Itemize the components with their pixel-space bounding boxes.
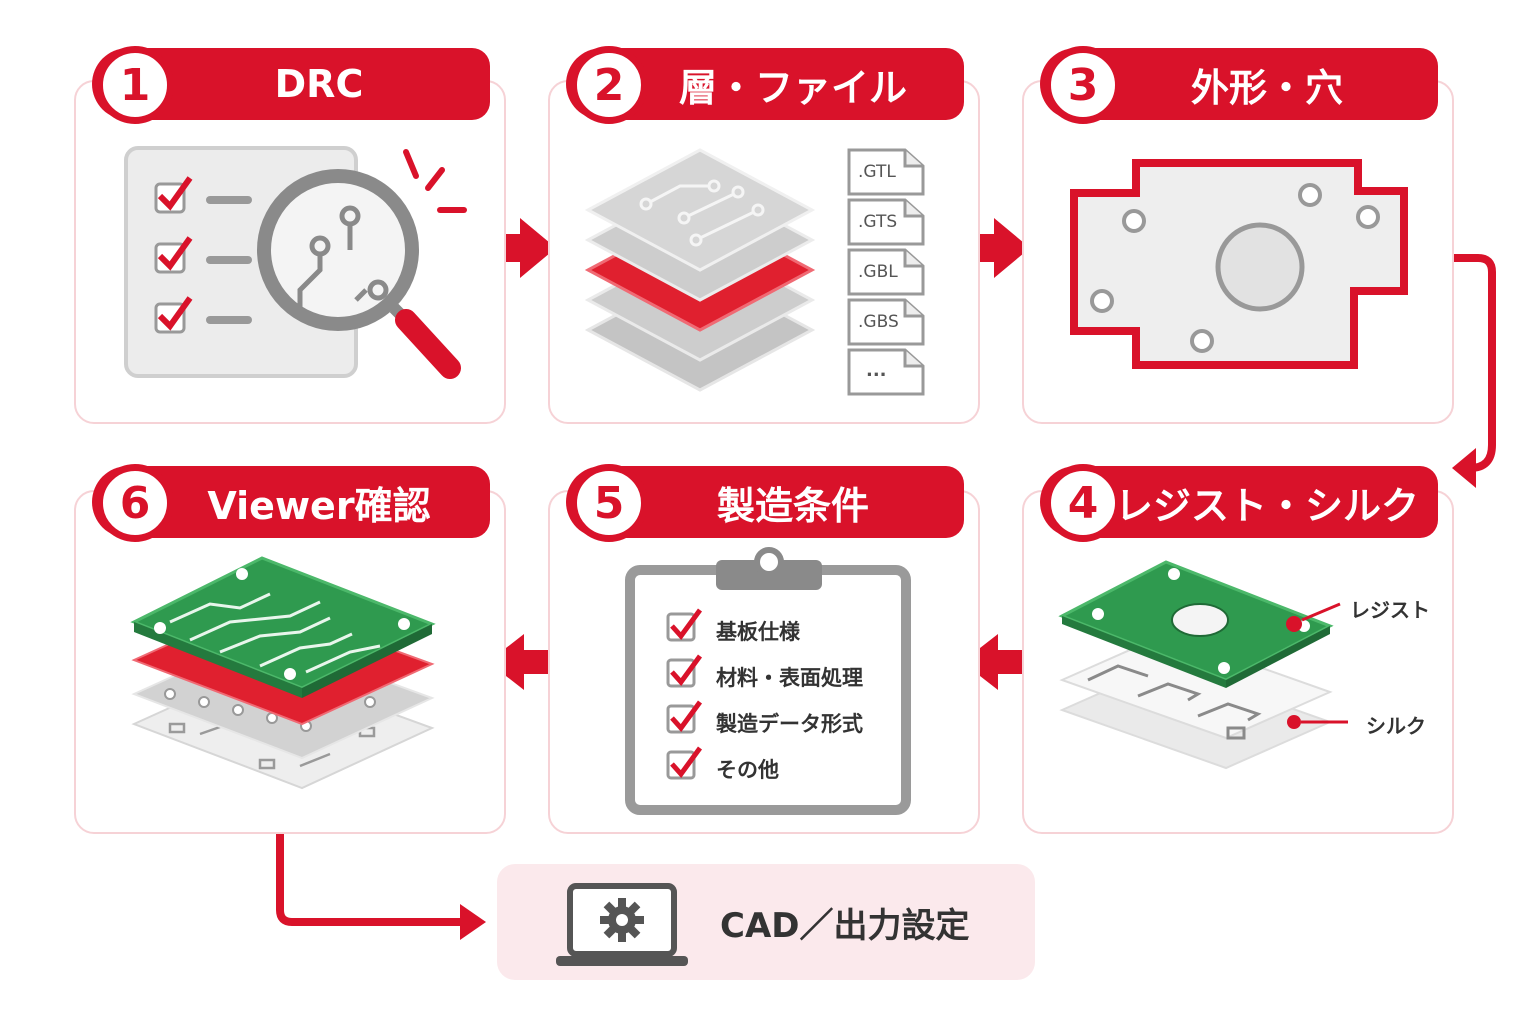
step-title: DRC <box>274 62 364 106</box>
file-icon <box>847 148 925 196</box>
resist-silk-layers-icon <box>1058 560 1348 770</box>
step-number-badge: 1 <box>96 46 174 124</box>
step-number-badge: 4 <box>1044 464 1122 542</box>
silk-label: シルク <box>1366 714 1426 738</box>
checklist-item: その他 <box>716 758 779 782</box>
step-title: Viewer確認 <box>207 483 431 528</box>
file-ext-label: .GTL <box>858 162 896 182</box>
output-settings-label: CAD／出力設定 <box>720 906 970 946</box>
arrow-3-to-4 <box>1452 254 1496 472</box>
pcb-layer-stack-icon <box>130 556 436 790</box>
step-title: レジスト・シルク <box>1114 483 1419 528</box>
file-ext-label: .GBL <box>858 262 898 282</box>
step-title: 製造条件 <box>716 483 869 528</box>
file-ext-label: ... <box>866 360 887 381</box>
checklist-item: 製造データ形式 <box>716 712 863 736</box>
board-outline-icon <box>1070 159 1408 369</box>
file-icon <box>847 298 925 346</box>
laptop-gear-icon <box>556 883 688 966</box>
step-title: 層・ファイル <box>678 65 907 110</box>
checkbox-group <box>666 608 703 780</box>
step-number-badge: 6 <box>96 464 174 542</box>
step-number-badge: 3 <box>1044 46 1122 124</box>
layer-stack-icon <box>584 148 816 392</box>
file-icon <box>847 248 925 296</box>
checklist-item: 材料・表面処理 <box>716 666 863 690</box>
step-number-badge: 2 <box>570 46 648 124</box>
file-icon <box>847 348 925 396</box>
clipboard-icon <box>625 547 911 815</box>
step-number-badge: 5 <box>570 464 648 542</box>
file-ext-label: .GTS <box>858 212 898 232</box>
magnifier <box>257 149 467 379</box>
file-ext-label: .GBS <box>858 312 899 332</box>
arrow-6-to-output <box>276 832 462 926</box>
resist-label: レジスト <box>1350 598 1430 622</box>
file-icon <box>847 198 925 246</box>
drc-checklist-magnifier-icon <box>124 146 467 379</box>
check-rows <box>154 176 252 334</box>
step-title: 外形・穴 <box>1190 65 1343 110</box>
checklist-item: 基板仕様 <box>716 620 800 644</box>
